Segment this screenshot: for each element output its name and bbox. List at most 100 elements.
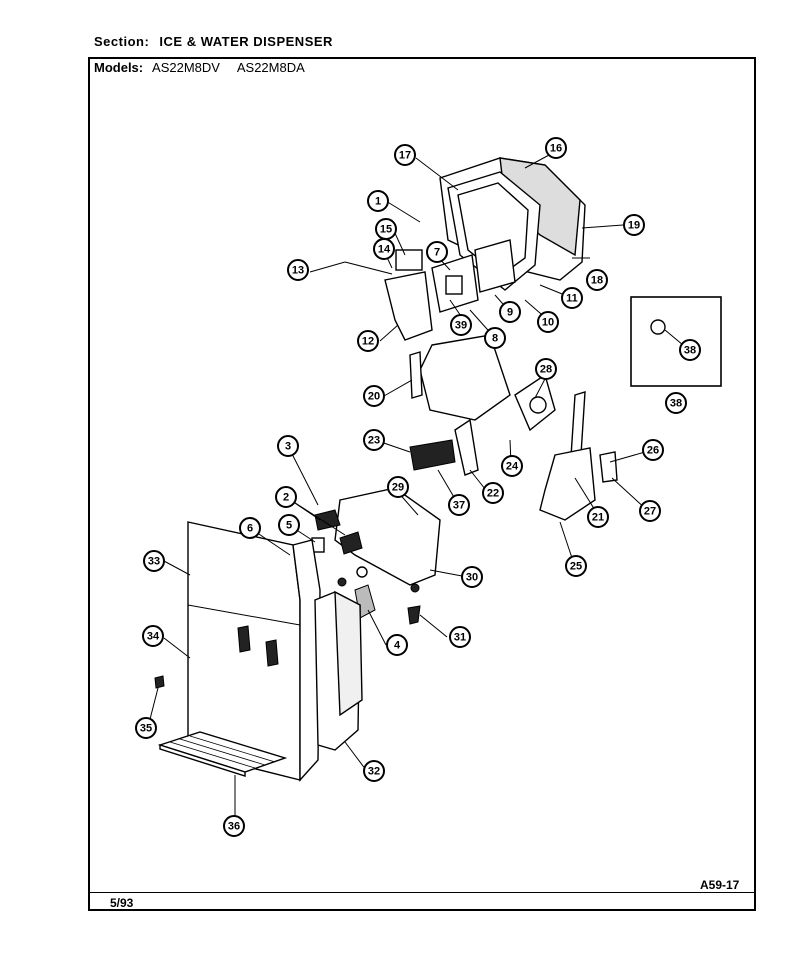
section-label: Section:: [94, 34, 150, 49]
callout-37: 37: [448, 494, 470, 516]
callout-7: 7: [426, 241, 448, 263]
callout-circle: [143, 550, 165, 572]
model-2: AS22M8DA: [236, 60, 305, 75]
callout-number: 26: [647, 445, 659, 457]
callout-20: 20: [363, 385, 385, 407]
callout-6: 6: [239, 517, 261, 539]
callout-23: 23: [363, 429, 385, 451]
callout-31: 31: [449, 626, 471, 648]
callout-circle: [587, 506, 609, 528]
models-label: Models:: [94, 60, 144, 75]
callout-circle: [501, 455, 523, 477]
callout-number: 12: [362, 336, 374, 348]
callout-number: 8: [492, 333, 498, 345]
page-code: A59-17: [700, 878, 740, 892]
callout-4: 4: [386, 634, 408, 656]
flapper-assembly: [431, 239, 516, 313]
callout-25: 25: [565, 555, 587, 577]
callout-18: 18: [586, 269, 608, 291]
callout-38b: 38: [665, 392, 687, 414]
callout-circle: [679, 339, 701, 361]
callout-14: 14: [373, 238, 395, 260]
callout-circle: [367, 190, 389, 212]
callout-2: 2: [275, 486, 297, 508]
callout-26: 26: [642, 439, 664, 461]
screw-31: [407, 605, 421, 625]
models-line: Models: AS22M8DV AS22M8DA: [94, 60, 319, 75]
callout-number: 36: [228, 821, 240, 833]
callout-circle: [386, 634, 408, 656]
arm-22: [454, 418, 479, 476]
callout-number: 39: [455, 320, 467, 332]
callout-circle: [278, 514, 300, 536]
callout-circle: [375, 218, 397, 240]
lever-assembly: [539, 391, 618, 521]
callout-circle: [426, 241, 448, 263]
callout-circle: [586, 269, 608, 291]
dispenser-module: [311, 487, 441, 586]
callout-number: 1: [375, 196, 381, 208]
callout-circle: [277, 435, 299, 457]
callout-circle: [461, 566, 483, 588]
callout-11: 11: [561, 287, 583, 309]
drip-tray-grille: [157, 731, 288, 777]
callout-number: 6: [247, 523, 253, 535]
callout-circle: [239, 517, 261, 539]
callout-number: 2: [283, 492, 289, 504]
callout-number: 21: [592, 512, 604, 524]
callout-circle: [535, 358, 557, 380]
callout-3: 3: [277, 435, 299, 457]
callout-circle: [363, 760, 385, 782]
callout-15: 15: [375, 218, 397, 240]
callout-9: 9: [499, 301, 521, 323]
callout-circle: [448, 494, 470, 516]
callout-28: 28: [535, 358, 557, 380]
callout-19: 19: [623, 214, 645, 236]
callout-circle: [394, 144, 416, 166]
solenoid: [514, 373, 556, 432]
callout-number: 13: [292, 265, 304, 277]
callout-27: 27: [639, 500, 661, 522]
callout-number: 27: [644, 506, 656, 518]
callout-number: 28: [540, 364, 552, 376]
callout-32: 32: [363, 760, 385, 782]
callout-number: 25: [570, 561, 582, 573]
callout-39: 39: [450, 314, 472, 336]
callout-1: 1: [367, 190, 389, 212]
callout-number: 38: [670, 398, 682, 410]
callout-circle: [545, 137, 567, 159]
callout-number: 22: [487, 488, 499, 500]
callout-number: 14: [378, 244, 391, 256]
callout-number: 4: [394, 640, 401, 652]
callout-circle: [357, 330, 379, 352]
callout-number: 35: [140, 723, 152, 735]
callout-circle: [287, 259, 309, 281]
callout-circle: [561, 287, 583, 309]
callout-30: 30: [461, 566, 483, 588]
callout-circle: [450, 314, 472, 336]
callout-34: 34: [142, 625, 164, 647]
callout-circle: [642, 439, 664, 461]
callout-circle: [387, 476, 409, 498]
callout-number: 33: [148, 556, 160, 568]
callout-number: 3: [285, 441, 291, 453]
callout-33: 33: [143, 550, 165, 572]
callout-circle: [482, 482, 504, 504]
callout-circle: [639, 500, 661, 522]
ice-chute-assembly: [439, 157, 586, 291]
callout-36: 36: [223, 815, 245, 837]
callout-circle: [135, 717, 157, 739]
callout-8: 8: [484, 327, 506, 349]
callout-35: 35: [135, 717, 157, 739]
callout-circle: [623, 214, 645, 236]
callout-21: 21: [587, 506, 609, 528]
callout-38a: 38: [679, 339, 701, 361]
switch-bracket: [344, 249, 433, 341]
pad-23: [409, 439, 456, 471]
callout-number: 38: [684, 345, 696, 357]
callout-number: 19: [628, 220, 640, 232]
section-value: ICE & WATER DISPENSER: [159, 34, 333, 49]
callout-13: 13: [287, 259, 309, 281]
callout-number: 15: [380, 224, 392, 236]
diagram-frame: [88, 57, 756, 911]
